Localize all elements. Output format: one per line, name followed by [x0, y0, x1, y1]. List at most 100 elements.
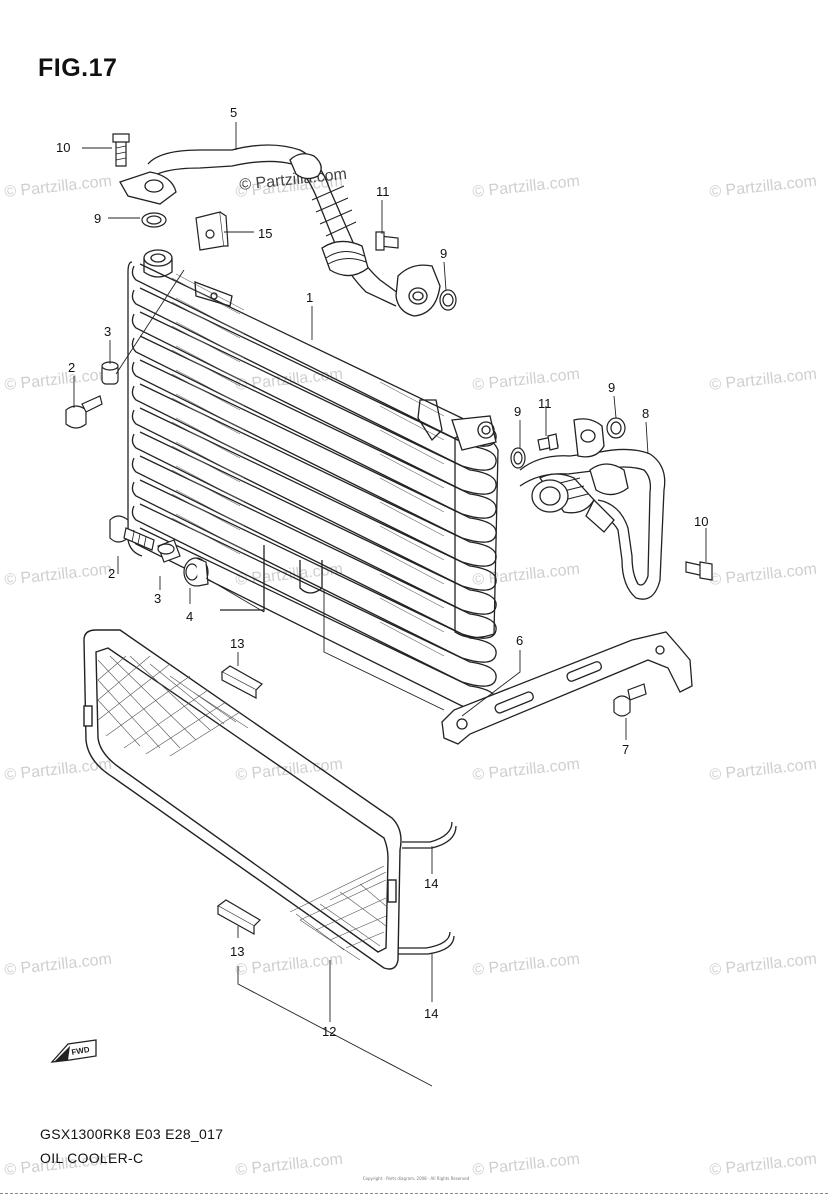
watermark: © Partzilla.com [709, 366, 818, 394]
callout-11: 11 [538, 396, 552, 411]
cooler-fin-hatch [171, 321, 445, 465]
cooler-fin-hatch [171, 345, 445, 489]
o-ring-upper-left [141, 212, 167, 228]
mounting-bracket [441, 631, 693, 745]
oil-hose-upper [119, 144, 441, 317]
watermark: © Partzilla.com [472, 561, 581, 589]
oil-hose-lower [519, 418, 666, 600]
grommet-upper [101, 361, 119, 385]
watermark: © Partzilla.com [4, 756, 113, 784]
bolt-lower-left [109, 515, 155, 551]
cooler-fin-hatch [171, 441, 445, 585]
cooler-fin-hatch [171, 513, 445, 657]
cooler-fin-hatch [171, 393, 445, 537]
callout-2: 2 [108, 566, 115, 581]
cooler-fin [131, 479, 497, 663]
guard-clip-upper [402, 821, 457, 849]
grommet-lower [157, 539, 181, 563]
cooler-fin-hatch [171, 465, 445, 609]
guard-clip-lower [398, 931, 455, 955]
watermark: © Partzilla.com [709, 561, 818, 589]
watermark: © Partzilla.com [4, 173, 113, 201]
callout-2: 2 [68, 360, 75, 375]
callout-13: 13 [230, 944, 244, 959]
o-ring-lower-left [510, 447, 526, 469]
watermark: © Partzilla.com [235, 951, 344, 979]
guard-pad-upper [220, 665, 263, 699]
o-ring-lower-right [606, 417, 626, 439]
callout-9: 9 [514, 404, 521, 419]
callout-14: 14 [424, 876, 438, 891]
callout-1: 1 [306, 290, 313, 305]
callout-10: 10 [694, 514, 708, 529]
callout-9: 9 [440, 246, 447, 261]
callout-7: 5 [230, 105, 237, 120]
callout-9: 9 [608, 380, 615, 395]
watermark: © Partzilla.com [709, 756, 818, 784]
o-ring-upper-right [439, 289, 457, 311]
bottom-divider [0, 1193, 828, 1194]
callout-10: 10 [56, 140, 70, 155]
bolt-upper-right [375, 231, 399, 251]
callout-8: 8 [642, 406, 649, 421]
clamp [195, 211, 229, 251]
cooler-fin [131, 383, 497, 567]
watermark: © Partzilla.com [709, 951, 818, 979]
callout-11: 11 [376, 184, 390, 199]
cooler-fin [131, 335, 497, 519]
callout-labels: 5 10 9 15 11 9 1 3 2 9 9 11 8 10 2 3 4 6… [56, 105, 708, 1039]
cooler-fin-hatch [171, 417, 445, 561]
cooler-fin-hatch [171, 369, 445, 513]
watermark: © Partzilla.com [472, 756, 581, 784]
callout-12: 12 [322, 1024, 336, 1039]
guard-pad-lower [216, 899, 261, 936]
bracket-bolt [613, 683, 647, 717]
callout-13: 13 [230, 636, 244, 651]
callout-3: 3 [154, 591, 161, 606]
cooler-fin [131, 287, 497, 471]
watermark: © Partzilla.com [4, 951, 113, 979]
oil-cooler-guard [83, 629, 402, 970]
model-code: GSX1300RK8 E03 E28_017 [40, 1126, 224, 1142]
watermark: © Partzilla.com [472, 951, 581, 979]
bolt-top-left [112, 133, 130, 167]
forward-label: FWD [71, 1045, 91, 1057]
cooler-fin [131, 407, 497, 591]
cooler-fin [131, 503, 497, 687]
diagram-name: OIL COOLER-C [40, 1150, 144, 1166]
bolt-right [685, 561, 713, 581]
callout-3: 3 [104, 324, 111, 339]
cooler-fin [131, 311, 497, 495]
watermark: © Partzilla.com [709, 1151, 818, 1179]
cushion [183, 557, 209, 587]
cooler-fin [131, 455, 497, 639]
callout-5: 6 [516, 633, 523, 648]
figure-title: FIG.17 [38, 54, 118, 82]
callout-6: 7 [622, 742, 629, 757]
watermark: © Partzilla.com [4, 561, 113, 589]
watermark: © Partzilla.com [472, 1151, 581, 1179]
oil-cooler-core [127, 249, 499, 711]
watermark: © Partzilla.com [235, 756, 344, 784]
copyright-notice: Copyright · Parts diagram, 2008 · All Ri… [362, 1176, 470, 1181]
cooler-fin [131, 359, 497, 543]
watermark: © Partzilla.com [472, 173, 581, 201]
watermark-layer: © Partzilla.com © Partzilla.com © Partzi… [4, 173, 818, 1179]
watermark: © Partzilla.com [235, 1151, 344, 1179]
callout-4: 4 [186, 609, 193, 624]
watermark: © Partzilla.com [472, 366, 581, 394]
cooler-fin-hatch [171, 297, 445, 441]
leader-lines [73, 122, 707, 1087]
cooler-fin [131, 431, 497, 615]
bolt-upper-left [65, 395, 103, 429]
callout-14: 14 [424, 1006, 438, 1021]
callout-15: 15 [258, 226, 272, 241]
forward-arrow-icon: FWD [50, 1039, 97, 1063]
watermark: © Partzilla.com [4, 366, 113, 394]
bolt-lower-right [537, 433, 559, 451]
cooler-fin-hatch [171, 489, 445, 633]
callout-9: 9 [94, 211, 101, 226]
cooler-fin-hatch [171, 273, 445, 417]
